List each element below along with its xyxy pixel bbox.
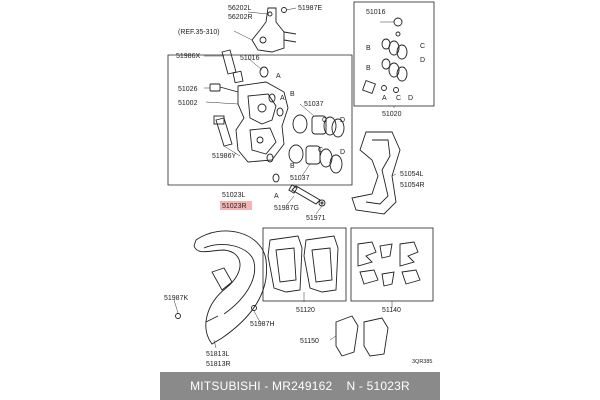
- label-51140: 51140: [382, 307, 401, 314]
- label-51020: 51020: [382, 111, 402, 118]
- pad-set-box: [262, 227, 347, 302]
- label-51987h: 51987H: [250, 321, 275, 328]
- label-51987e: 51987E: [298, 5, 322, 12]
- bolt-51987h: [251, 305, 257, 311]
- label-51986x: 51986X: [176, 53, 200, 60]
- label-51023r: 51023R: [222, 203, 247, 210]
- boot-a-lower: [272, 173, 280, 183]
- callout-d: D: [420, 57, 425, 64]
- callout-d: D: [340, 117, 345, 124]
- highlight-51023r: [220, 201, 252, 210]
- label-51026: 51026: [178, 86, 198, 93]
- seal-kit-51020: [362, 17, 408, 94]
- bolt-51987e: [281, 7, 287, 13]
- caliper-support-51054: [351, 131, 401, 215]
- footer-oem-number: 51023R: [366, 379, 410, 393]
- bolt-51987g: [288, 184, 321, 205]
- label-51023l: 51023L: [222, 192, 245, 199]
- guide-pin-51986x: [221, 49, 244, 84]
- bolt-51987k: [175, 313, 181, 319]
- label-51971: 51971: [306, 215, 326, 222]
- label-51016-kit: 51016: [366, 9, 386, 16]
- boot-b-lower: [266, 153, 274, 163]
- caliper-assembly-box: [167, 54, 353, 186]
- label-51054r: 51054R: [400, 182, 425, 189]
- label-51986y: 51986Y: [212, 153, 236, 160]
- callout-b: B: [366, 45, 371, 52]
- label-51037-upper: 51037: [304, 101, 324, 108]
- caliper-body: [235, 81, 289, 163]
- callout-a: A: [276, 73, 281, 80]
- callout-c: C: [318, 147, 323, 154]
- label-51016-upper: 51016: [240, 55, 260, 62]
- label-51987g: 51987G: [274, 205, 299, 212]
- shim-clips-51140: [357, 241, 421, 287]
- boot-51016-upper: [259, 66, 269, 78]
- callout-c: C: [420, 43, 425, 50]
- letter-callouts: A B C D B C D A A B C B D A C D: [274, 43, 425, 200]
- boot-b-upper: [276, 107, 284, 117]
- callout-d: D: [408, 95, 413, 102]
- callout-c: C: [322, 117, 327, 124]
- pad-shims-51150: [335, 315, 389, 357]
- label-51054l: 51054L: [400, 171, 423, 178]
- footer-separator: -: [260, 379, 273, 393]
- brake-pads-51120: [267, 235, 339, 293]
- dust-shield-51813: [193, 230, 268, 345]
- part-number-footer: MITSUBISHI - MR249162 N - 51023R: [160, 372, 440, 400]
- callout-a: A: [274, 193, 279, 200]
- footer-part-number: MR249162: [272, 379, 333, 393]
- guide-pin-51986y: [213, 115, 233, 147]
- callout-a: A: [382, 95, 387, 102]
- label-ref: (REF.35-310): [178, 29, 220, 36]
- callout-c: C: [396, 95, 401, 102]
- hose-bracket: [251, 7, 297, 53]
- label-51150: 51150: [300, 338, 319, 345]
- boot-a-upper: [268, 93, 276, 103]
- footer-brand: MITSUBISHI: [190, 379, 261, 393]
- callout-a: A: [280, 95, 285, 102]
- label-56202l: 56202L: [228, 5, 251, 12]
- piston-lower: [288, 144, 343, 174]
- label-51002: 51002: [178, 100, 198, 107]
- callout-b: B: [366, 65, 371, 72]
- label-56202r: 56202R: [228, 14, 253, 21]
- label-51037-lower: 51037: [290, 175, 310, 182]
- bleeder-51026: [209, 83, 239, 93]
- callout-b: B: [290, 163, 295, 170]
- callout-b: B: [290, 91, 295, 98]
- part-labels: 56202L 56202R 51987E (REF.35-310) 51986X…: [164, 5, 433, 368]
- footer-separator-2: N -: [332, 379, 367, 393]
- callout-d: D: [340, 149, 345, 156]
- label-51120: 51120: [296, 307, 315, 314]
- parts-diagram: 56202L 56202R 51987E (REF.35-310) 51986X…: [164, 1, 435, 368]
- label-51813l: 51813L: [206, 351, 229, 358]
- label-51813r: 51813R: [206, 361, 231, 368]
- label-51987k: 51987K: [164, 295, 188, 302]
- label-drawing-code: 3QR385: [412, 359, 433, 365]
- piston-upper: [292, 114, 345, 138]
- leader-lines: [173, 7, 397, 349]
- washer-51971: [318, 199, 326, 207]
- seal-kit-box: [353, 1, 435, 107]
